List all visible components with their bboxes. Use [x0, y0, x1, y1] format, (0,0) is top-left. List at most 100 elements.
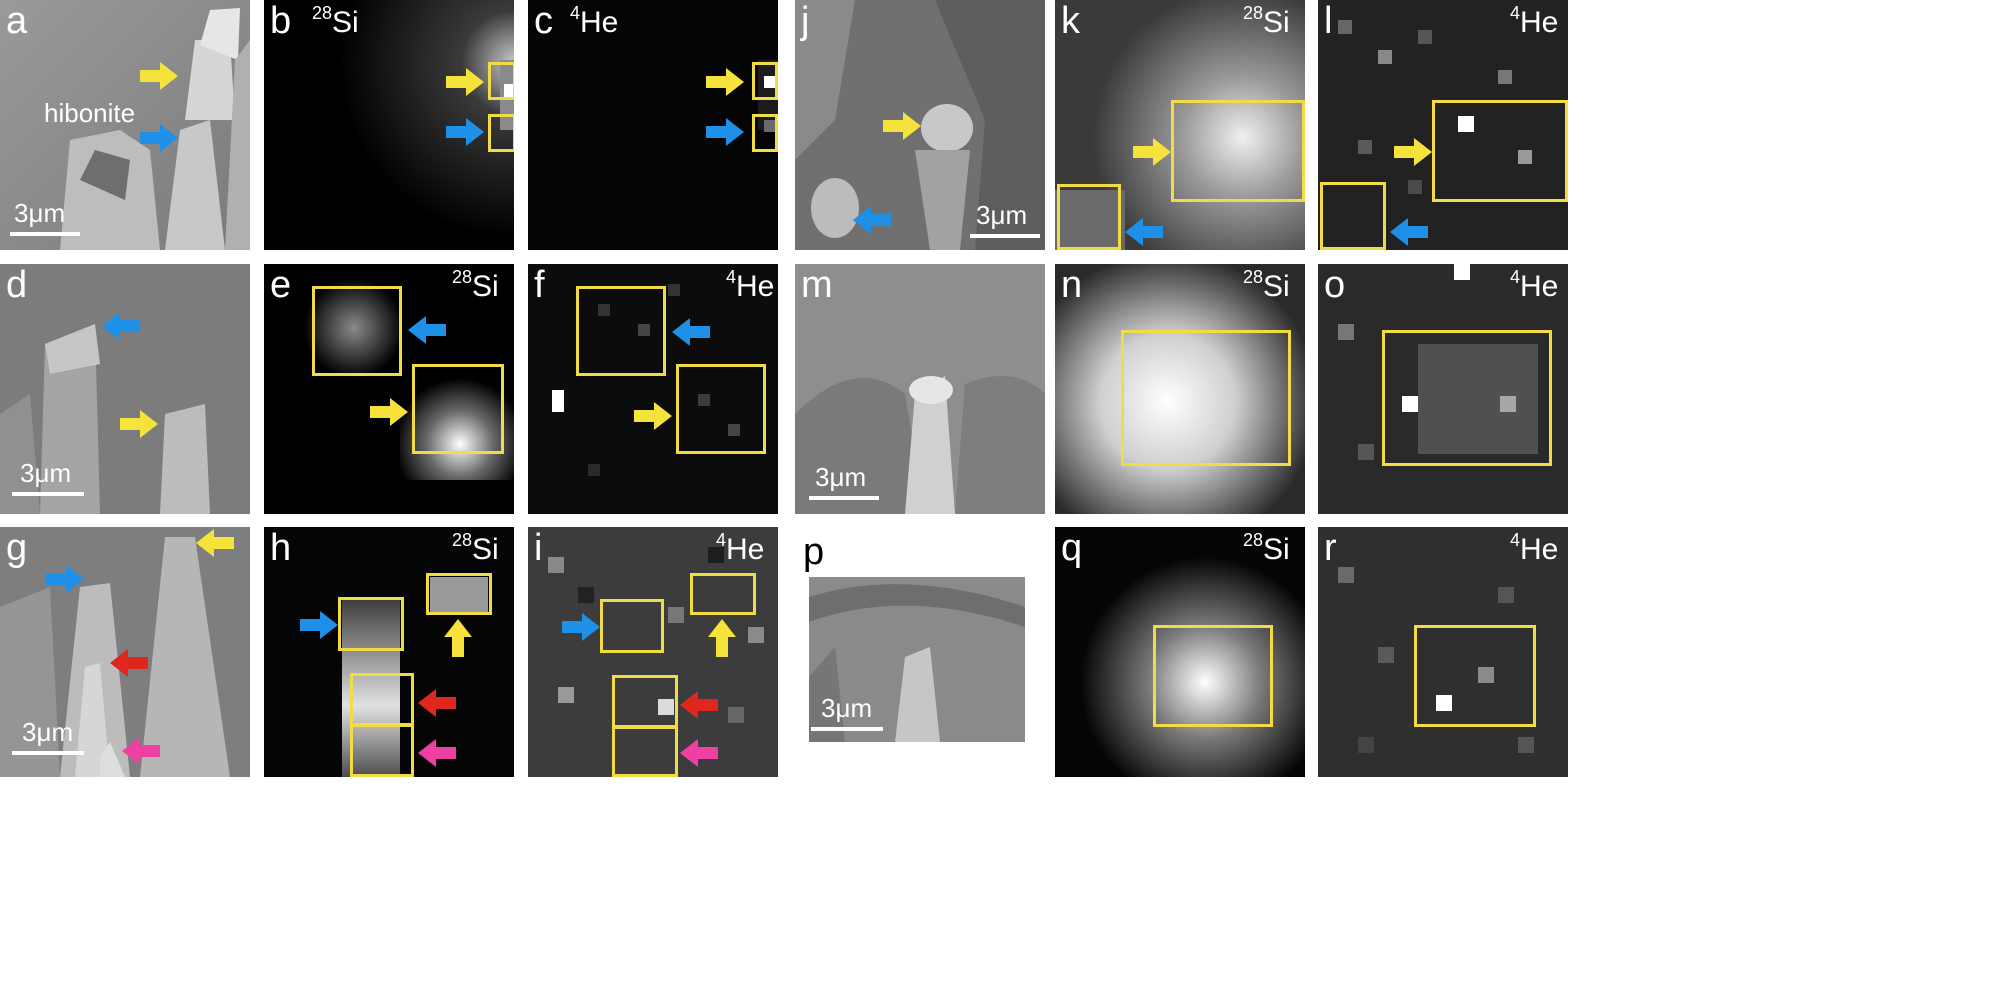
- scale-bar-line: [12, 492, 84, 496]
- panel-a-sem-image: a hibonite 3μm: [0, 0, 250, 250]
- region-box: [1414, 625, 1536, 727]
- sem-micrograph: [0, 0, 250, 250]
- isotope-mass: 4: [726, 267, 737, 287]
- panel-label: c: [534, 0, 553, 42]
- region-box: [488, 114, 514, 152]
- blue-arrow-icon: [562, 613, 600, 641]
- ion-map: [1318, 0, 1568, 250]
- isotope-label: 28Si: [1243, 531, 1290, 565]
- blue-arrow-icon: [672, 318, 710, 346]
- region-box: [752, 62, 778, 100]
- isotope-mass: 4: [1510, 530, 1521, 550]
- panel-label: m: [801, 264, 833, 306]
- scale-bar: 3μm: [12, 458, 84, 498]
- ion-map: [1055, 264, 1305, 514]
- scale-bar-label: 3μm: [821, 693, 873, 723]
- scale-bar-label: 3μm: [815, 462, 867, 492]
- region-box: [752, 114, 778, 152]
- panel-label: f: [534, 264, 545, 306]
- sem-micrograph: [795, 527, 1045, 777]
- panel-label: j: [801, 0, 810, 42]
- panel-j-sem-image: j 3μm: [795, 0, 1045, 250]
- isotope-element: He: [1520, 270, 1559, 303]
- scale-bar-line: [811, 727, 883, 731]
- panel-label: n: [1061, 264, 1083, 306]
- panel-e-si-map: e 28Si: [264, 264, 514, 514]
- ion-map: [1055, 0, 1305, 250]
- isotope-mass: 28: [452, 530, 473, 550]
- blue-arrow-icon: [706, 118, 744, 146]
- isotope-element: Si: [472, 270, 499, 303]
- panel-label: a: [6, 0, 28, 42]
- scale-bar: 3μm: [12, 717, 84, 757]
- scale-bar: 3μm: [809, 462, 879, 502]
- yellow-arrow-icon: [446, 68, 484, 96]
- scale-bar-line: [970, 234, 1040, 238]
- region-box: [1057, 184, 1121, 250]
- ion-map: [528, 0, 778, 250]
- panel-label: d: [6, 264, 28, 306]
- scale-bar-label: 3μm: [22, 717, 74, 747]
- yellow-arrow-icon: [1133, 138, 1171, 166]
- region-box: [1171, 100, 1305, 202]
- region-box: [312, 286, 402, 376]
- yellow-arrow-icon: [140, 62, 178, 90]
- region-box: [576, 286, 666, 376]
- blue-arrow-icon: [140, 124, 178, 152]
- blue-arrow-icon: [1125, 218, 1163, 246]
- scale-bar: 3μm: [811, 693, 883, 733]
- panel-k-si-map: k 28Si: [1055, 0, 1305, 250]
- pink-arrow-icon: [122, 737, 160, 765]
- yellow-arrow-icon: [883, 112, 921, 140]
- isotope-element: He: [1520, 533, 1559, 566]
- red-arrow-icon: [110, 649, 148, 677]
- yellow-arrow-icon: [706, 68, 744, 96]
- isotope-element: Si: [1263, 270, 1290, 303]
- panel-label: o: [1324, 264, 1346, 306]
- isotope-mass: 4: [570, 3, 581, 23]
- region-box: [412, 364, 504, 454]
- panel-m-sem-image: m 3μm: [795, 264, 1045, 514]
- pink-arrow-icon: [680, 739, 718, 767]
- region-box: [1153, 625, 1273, 727]
- panel-h-si-map: h 28Si: [264, 527, 514, 777]
- scale-bar-label: 3μm: [20, 458, 72, 488]
- blue-arrow-icon: [300, 611, 338, 639]
- panel-i-he-map: i 4He: [528, 527, 778, 777]
- region-box: [612, 725, 678, 777]
- isotope-label: 4He: [716, 531, 765, 566]
- region-box: [350, 723, 414, 777]
- yellow-arrow-icon: [196, 529, 234, 557]
- sem-micrograph: [795, 264, 1045, 514]
- isotope-label: 28Si: [1243, 4, 1290, 38]
- sem-micrograph: [0, 264, 250, 514]
- isotope-label: 4He: [726, 267, 774, 302]
- blue-arrow-icon: [446, 118, 484, 146]
- scale-bar: 3μm: [10, 198, 80, 238]
- panel-label: g: [6, 527, 28, 569]
- isotope-element: He: [580, 6, 619, 39]
- region-box: [426, 573, 492, 615]
- blue-arrow-icon: [46, 565, 84, 593]
- isotope-label: 4He: [570, 3, 619, 39]
- isotope-element: He: [726, 533, 765, 566]
- isotope-element: Si: [472, 533, 499, 566]
- panel-f-he-map: f 4He: [528, 264, 778, 514]
- blue-arrow-icon: [853, 206, 891, 234]
- panel-q-si-map: q 28Si: [1055, 527, 1305, 777]
- isotope-mass: 4: [1510, 3, 1521, 23]
- isotope-label: 28Si: [1243, 267, 1290, 303]
- panel-l-he-map: l 4He: [1318, 0, 1568, 250]
- region-box: [676, 364, 766, 454]
- panel-n-si-map: n 28Si: [1055, 264, 1305, 514]
- region-box: [338, 597, 404, 651]
- region-box: [350, 673, 414, 727]
- panel-p-sem-image: p 3μm: [795, 527, 1045, 777]
- isotope-mass: 28: [312, 3, 333, 23]
- isotope-label: 28Si: [452, 268, 499, 303]
- region-box: [600, 599, 664, 653]
- isotope-mass: 28: [1243, 267, 1264, 287]
- region-box: [1320, 182, 1386, 250]
- isotope-mass: 4: [1510, 267, 1521, 287]
- scale-bar-line: [809, 496, 879, 500]
